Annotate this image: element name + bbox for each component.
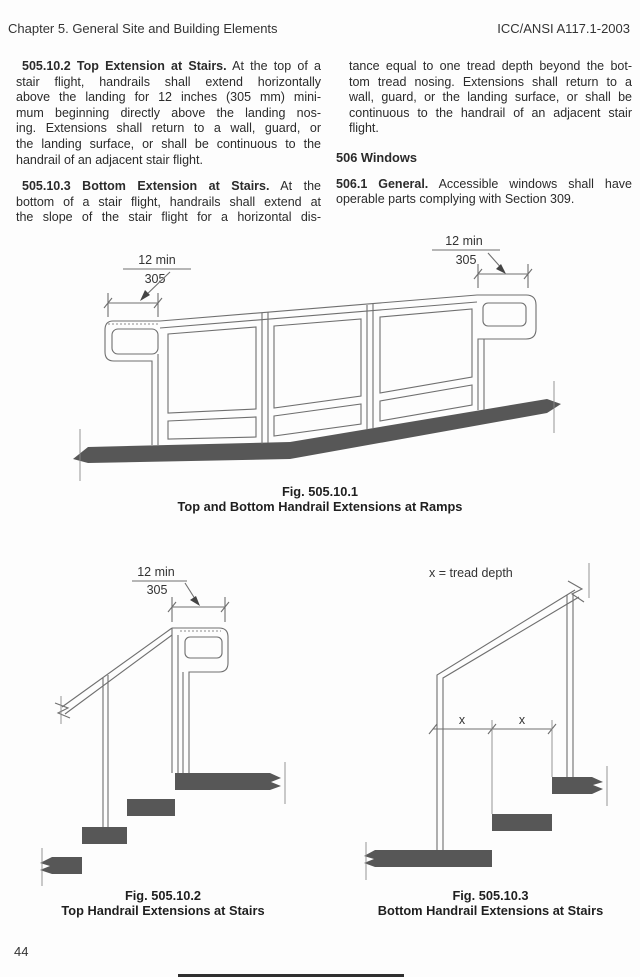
fig-505-10-1-ramp-handrail-drawing: 12 min 305 12 min 305 [73, 234, 561, 481]
dimension-tread-depths: x x [428, 713, 557, 814]
text-line: bottom of a stair flight, handrails shal… [16, 194, 321, 209]
text-line: 505.10.2 Top Extension at Stairs. At the… [16, 59, 321, 75]
text-line: tance equal to one tread depth beyond th… [349, 59, 632, 73]
text-line: wall, guard, or the landing surface, or … [349, 90, 632, 105]
paragraph-505-10-3-continued: tance equal to one tread depth beyond th… [336, 59, 632, 137]
section-number-lead: 505.10.2 Top Extension at Stairs. [22, 59, 227, 73]
stair-steps [40, 762, 286, 886]
ramp-handrail [104, 294, 537, 445]
text-line: stair flight, handrails shall extend hor… [16, 74, 321, 89]
scan-artifact-line [178, 974, 404, 977]
header-chapter-title: Chapter 5. General Site and Building Ele… [8, 21, 278, 36]
dimension-12min-left: 12 min 305 [103, 253, 191, 317]
text-run: At the top of a [226, 59, 321, 73]
dimension-label: 305 [145, 272, 166, 286]
text-line: above the landing for 12 inches (305 mm)… [16, 90, 321, 105]
header-standard-code: ICC/ANSI A117.1-2003 [497, 21, 630, 36]
dimension-label: 12 min [137, 565, 175, 579]
paragraph-505-10-3: 505.10.3 Bottom Extension at Stairs. At … [16, 179, 321, 226]
caption-number: Fig. 505.10.3 [452, 888, 529, 903]
section-number-lead: 505.10.3 Bottom Extension at Stairs. [22, 179, 270, 194]
stair-steps [364, 766, 608, 880]
text-line: continuous to the handrail of an adjacen… [349, 105, 632, 120]
caption-title: Top Handrail Extensions at Stairs [61, 903, 265, 918]
paragraph-506-1: 506.1 General. Accessible windows shall … [336, 177, 632, 208]
text-line: the landing surface, or shall be continu… [16, 136, 321, 151]
caption-number: Fig. 505.10.1 [281, 484, 359, 499]
text-run: Accessible windows shall have [428, 176, 632, 191]
fig-505-10-3-caption: Fig. 505.10.3 Bottom Handrail Extensions… [343, 888, 638, 918]
dimension-label: 12 min [138, 253, 176, 267]
fig-505-10-1-caption: Fig. 505.10.1 Top and Bottom Handrail Ex… [0, 484, 640, 514]
stair-handrail [54, 627, 229, 827]
dimension-label: 12 min [445, 234, 483, 248]
text-line: 506.1 General. Accessible windows shall … [336, 177, 632, 193]
text-line: flight. [349, 121, 379, 136]
text-run: At the [269, 179, 321, 194]
text-line: ing. Extensions shall return to a wall, … [16, 121, 321, 136]
text-line: mum beginning directly above the landing… [16, 105, 321, 120]
fig-505-10-2-caption: Fig. 505.10.2 Top Handrail Extensions at… [15, 888, 311, 918]
stair-handrail [436, 563, 590, 850]
right-column: tance equal to one tread depth beyond th… [336, 59, 632, 219]
text-line: 505.10.3 Bottom Extension at Stairs. At … [16, 179, 321, 195]
section-number-lead: 506.1 General. [336, 176, 429, 191]
text-line: the slope of the stair flight for a hori… [16, 210, 321, 225]
text-line: tom tread nosing. Extensions shall retur… [349, 74, 632, 89]
fig-505-10-3-stairs-drawing: x = tread depth x x [364, 563, 608, 880]
ramp-ground [73, 381, 561, 481]
caption-number: Fig. 505.10.2 [124, 888, 202, 903]
legend-tread-depth: x = tread depth [429, 566, 513, 580]
page-number: 44 [14, 944, 29, 959]
text-line: operable parts complying with Section 30… [336, 192, 575, 207]
fig-505-10-2-stairs-drawing: 12 min 305 [40, 565, 286, 886]
dimension-label: 305 [147, 583, 168, 597]
dimension-12min: 12 min 305 [132, 565, 230, 622]
caption-title: Top and Bottom Handrail Extensions at Ra… [177, 499, 463, 514]
text-line: handrail of an adjacent stair flight. [16, 152, 203, 167]
dimension-12min-right: 12 min 305 [432, 234, 533, 288]
paragraph-505-10-2: 505.10.2 Top Extension at Stairs. At the… [16, 59, 321, 168]
left-column: 505.10.2 Top Extension at Stairs. At the… [16, 59, 321, 237]
caption-title: Bottom Handrail Extensions at Stairs [377, 903, 604, 918]
dimension-label: x [459, 713, 466, 727]
dimension-label: x [519, 713, 526, 727]
dimension-label: 305 [456, 253, 477, 267]
heading-506-windows: 506 Windows [336, 149, 417, 165]
